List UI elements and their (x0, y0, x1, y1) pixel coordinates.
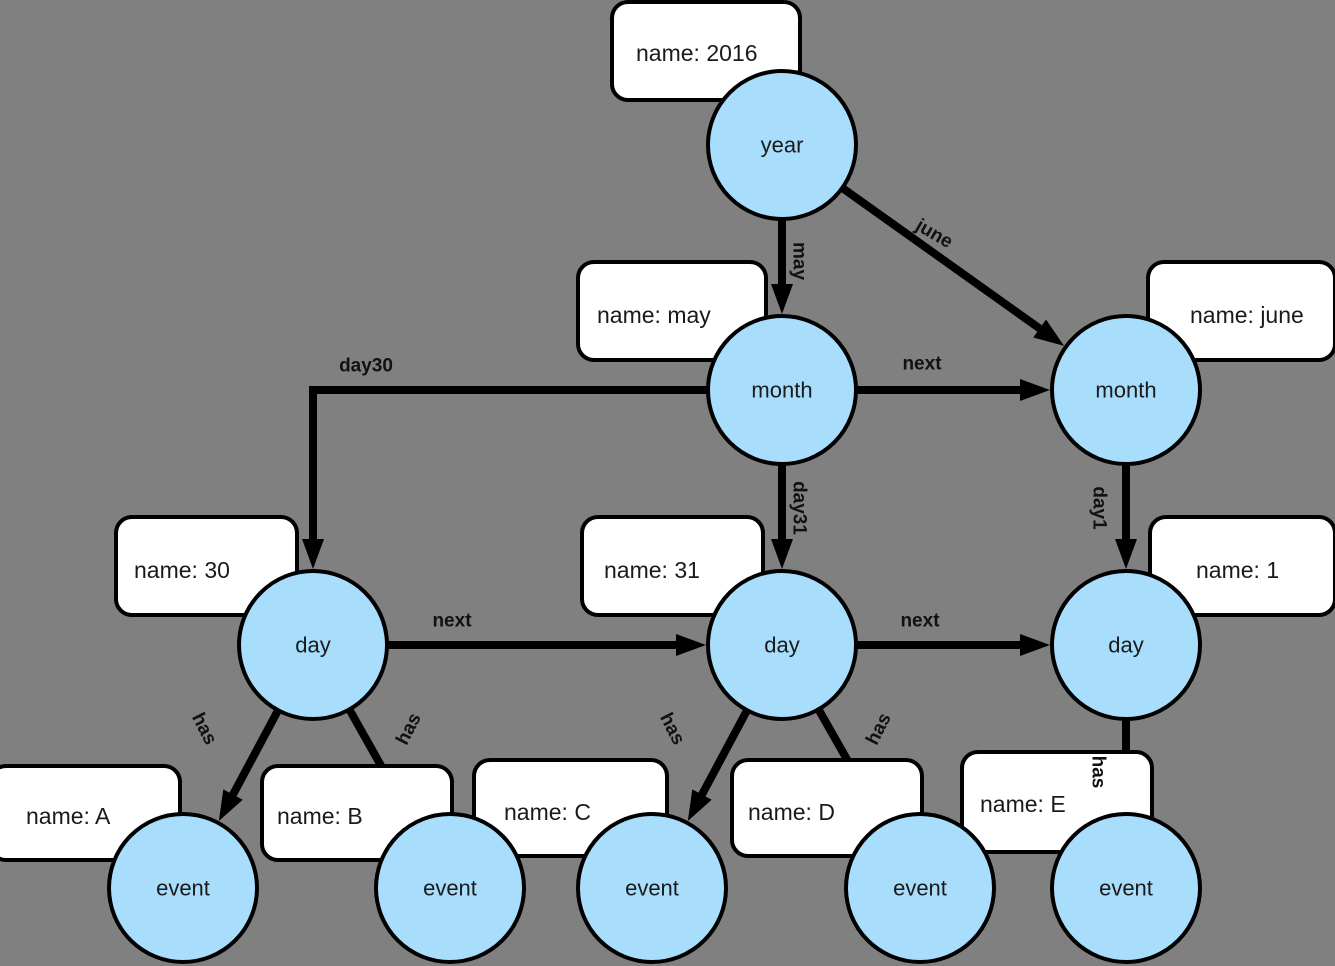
property-label: name: 2016 (636, 40, 757, 66)
property-label: name: 1 (1196, 557, 1279, 583)
edge-e-hasA (226, 709, 282, 802)
edge-e-june (840, 185, 1047, 336)
property-label: name: D (748, 799, 835, 825)
property-label: name: june (1190, 302, 1304, 328)
arrowhead-e-june (1033, 319, 1065, 346)
graph-node-day1[interactable]: day (1050, 569, 1202, 721)
graph-node-eventB[interactable]: event (374, 812, 526, 964)
node-circle[interactable] (706, 569, 858, 721)
node-label: event (625, 876, 679, 901)
graph-node-monthMay[interactable]: month (706, 314, 858, 466)
node-label: year (761, 133, 804, 158)
node-circle[interactable] (706, 69, 858, 221)
node-circle[interactable] (1050, 314, 1202, 466)
property-label: name: E (980, 791, 1066, 817)
property-box-day31: name: 31 (580, 515, 765, 617)
property-box-rect (576, 260, 768, 362)
arrowhead-e-hasA (218, 789, 243, 821)
node-label: day (295, 633, 330, 658)
node-label: event (1099, 876, 1153, 901)
node-circle[interactable] (1050, 812, 1202, 964)
node-label: event (893, 876, 947, 901)
edge-label-e-day1: day1 (1089, 486, 1110, 530)
edge-label-e-day31: day31 (789, 481, 810, 535)
arrowhead-e-day1 (1115, 539, 1137, 569)
property-label: name: may (597, 302, 711, 328)
node-circle[interactable] (706, 314, 858, 466)
arrowhead-e-next2 (676, 634, 706, 656)
edge-label-e-june: june (911, 215, 956, 253)
node-circle[interactable] (107, 812, 259, 964)
node-label: event (423, 876, 477, 901)
edge-e-hasC (695, 709, 751, 802)
arrowhead-e-next1 (1020, 379, 1050, 401)
edge-label-e-hasE: has (1088, 756, 1109, 789)
graph-node-day30[interactable]: day (237, 569, 389, 721)
property-label: name: C (504, 799, 591, 825)
graph-node-monthJune[interactable]: month (1050, 314, 1202, 466)
graph-node-eventC[interactable]: event (576, 812, 728, 964)
property-box-rect (580, 515, 765, 617)
arrowhead-e-hasC (687, 789, 712, 821)
node-label: event (156, 876, 210, 901)
node-label: day (764, 633, 799, 658)
edge-label-e-next2: next (432, 611, 472, 632)
property-box-day30: name: 30 (114, 515, 299, 617)
edge-label-e-may: may (789, 242, 810, 280)
edge-label-e-hasA: has (187, 710, 221, 749)
property-box-rect (1146, 260, 1335, 362)
arrowhead-e-day31 (771, 539, 793, 569)
property-label: name: B (277, 803, 363, 829)
property-box-rect (1148, 515, 1335, 617)
property-label: name: 31 (604, 557, 700, 583)
edge-label-e-hasD: has (862, 710, 896, 749)
property-box-day1: name: 1 (1148, 515, 1335, 617)
graph-node-eventE[interactable]: event (1050, 812, 1202, 964)
arrowhead-e-day30 (302, 539, 324, 569)
node-circle[interactable] (844, 812, 996, 964)
node-label: month (751, 378, 812, 403)
node-circle[interactable] (374, 812, 526, 964)
property-label: name: 30 (134, 557, 230, 583)
graph-node-eventA[interactable]: event (107, 812, 259, 964)
arrowhead-e-next3 (1020, 634, 1050, 656)
nodes-layer: year month month day day day event event event ev… (107, 69, 1202, 964)
property-box-rect (114, 515, 299, 617)
edge-label-e-next1: next (902, 354, 942, 375)
property-label: name: A (26, 803, 111, 829)
graph-node-eventD[interactable]: event (844, 812, 996, 964)
node-circle[interactable] (1050, 569, 1202, 721)
edge-e-day30 (309, 386, 708, 543)
graph-node-day31[interactable]: day (706, 569, 858, 721)
arrowhead-e-may (771, 284, 793, 314)
edge-label-e-hasC: has (655, 710, 689, 749)
node-circle[interactable] (576, 812, 728, 964)
node-label: day (1108, 633, 1143, 658)
edge-label-e-hasB: has (392, 710, 426, 749)
edge-label-e-next3: next (900, 611, 940, 632)
edge-label-e-day30: day30 (339, 356, 393, 377)
node-label: month (1095, 378, 1156, 403)
graph-node-year2016[interactable]: year (706, 69, 858, 221)
property-box-monthJune: name: june (1146, 260, 1335, 362)
property-box-monthMay: name: may (576, 260, 768, 362)
node-circle[interactable] (237, 569, 389, 721)
